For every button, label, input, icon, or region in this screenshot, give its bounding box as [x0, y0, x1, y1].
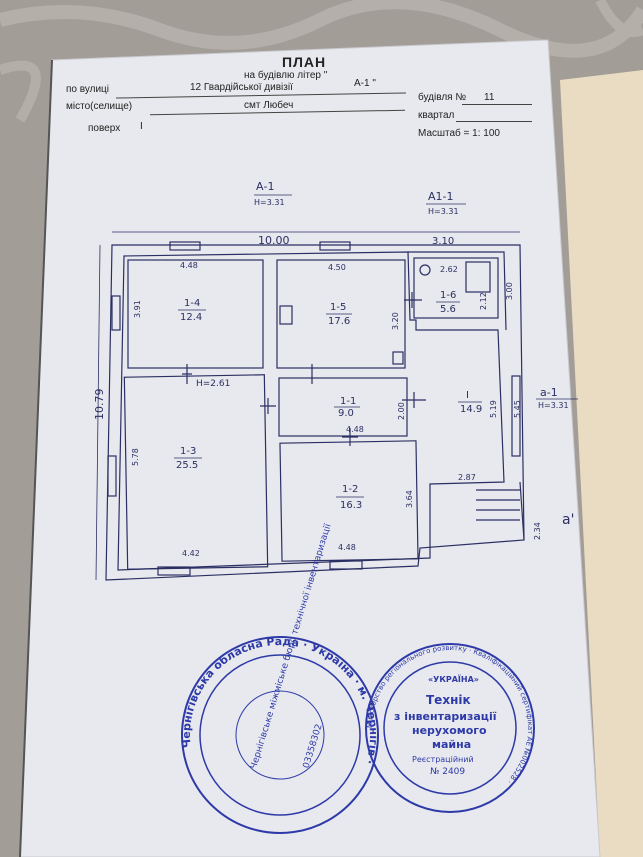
room-id-i: I — [466, 390, 469, 401]
block-line — [456, 121, 532, 122]
street-label: по вулиці — [66, 84, 109, 95]
room-area-1-6: 5.6 — [440, 304, 456, 315]
town-value: смт Любеч — [244, 100, 294, 111]
room-area-1-1: 9.0 — [338, 408, 354, 419]
left-stamp-code: 03358302 — [302, 723, 325, 770]
dim-364: 3.64 — [405, 490, 414, 508]
dim-annex-width: 3.10 — [432, 236, 454, 247]
right-stamp-line2: з інвентаризації — [394, 710, 497, 723]
dim-442: 4.42 — [182, 549, 200, 558]
height-side: Н=3.31 — [538, 401, 569, 410]
street-value: 12 Гвардійської дивізії — [190, 82, 293, 93]
right-stamp-line1: Технік — [426, 693, 471, 707]
block-label: квартал — [418, 110, 455, 121]
dim-519: 5.19 — [489, 400, 498, 418]
floor-value: І — [140, 121, 143, 132]
dim-448-bot: 4.48 — [338, 543, 356, 552]
dim-287: 2.87 — [458, 473, 476, 482]
building-value: 11 — [484, 92, 495, 103]
room-id-1-3: 1-3 — [180, 446, 196, 457]
label-porch: а' — [562, 512, 574, 528]
scale-label: Масштаб = 1: 100 — [418, 128, 500, 139]
dim-545: 5.45 — [513, 400, 522, 418]
building-letter: А-1 " — [354, 78, 376, 89]
right-stamp-reg: Реєстраційний — [412, 755, 474, 764]
height-main: Н=3.31 — [254, 198, 285, 207]
label-side: а-1 — [540, 386, 558, 399]
label-main: А-1 — [256, 180, 275, 193]
dim-448-top: 4.48 — [180, 261, 198, 270]
plan-subtitle: на будівлю літер " — [244, 70, 328, 81]
dim-overall-height: 10.79 — [93, 389, 106, 421]
right-stamp-top: «УКРАЇНА» — [428, 674, 479, 684]
room-id-1-5: 1-5 — [330, 302, 346, 313]
town-label: місто(селище) — [66, 101, 133, 112]
dim-200: 2.00 — [397, 402, 406, 420]
room-id-1-1: 1-1 — [340, 396, 356, 407]
label-annex: А1-1 — [428, 190, 454, 203]
dim-234: 2.34 — [533, 522, 542, 540]
dim-300: 3.00 — [505, 282, 514, 300]
dim-578: 5.78 — [131, 448, 140, 466]
dim-450: 4.50 — [328, 263, 346, 272]
dim-212: 2.12 — [479, 292, 488, 310]
room-area-1-5: 17.6 — [328, 316, 350, 327]
floor-label: поверх — [88, 123, 121, 134]
room-id-1-6: 1-6 — [440, 290, 456, 301]
dim-overall-width: 10.00 — [258, 234, 290, 247]
left-stamp: Чернігівська обласна Рада · Україна · м.… — [167, 522, 385, 834]
right-stamp-num: № 2409 — [430, 767, 465, 777]
room-id-1-2: 1-2 — [342, 484, 358, 495]
room-area-i: 14.9 — [460, 404, 482, 415]
room-area-1-3: 25.5 — [176, 460, 198, 471]
building-label: будівля № — [418, 92, 467, 103]
room-id-1-4: 1-4 — [184, 298, 200, 309]
dim-448-mid: 4.48 — [346, 425, 364, 434]
plan-title: ПЛАН — [282, 54, 327, 70]
dim-262: 2.62 — [440, 265, 458, 274]
height-annex: Н=3.31 — [428, 207, 459, 216]
room-height: Н=2.61 — [196, 379, 230, 389]
dim-320: 3.20 — [391, 312, 400, 330]
right-stamp-line3: нерухомого — [412, 724, 487, 737]
room-area-1-2: 16.3 — [340, 500, 362, 511]
right-stamp: Міністерство регіонального розвитку · Кв… — [365, 643, 535, 813]
dim-391: 3.91 — [133, 300, 142, 318]
right-stamp-line4: майна — [432, 738, 471, 751]
building-line — [462, 104, 532, 105]
room-area-1-4: 12.4 — [180, 312, 202, 323]
